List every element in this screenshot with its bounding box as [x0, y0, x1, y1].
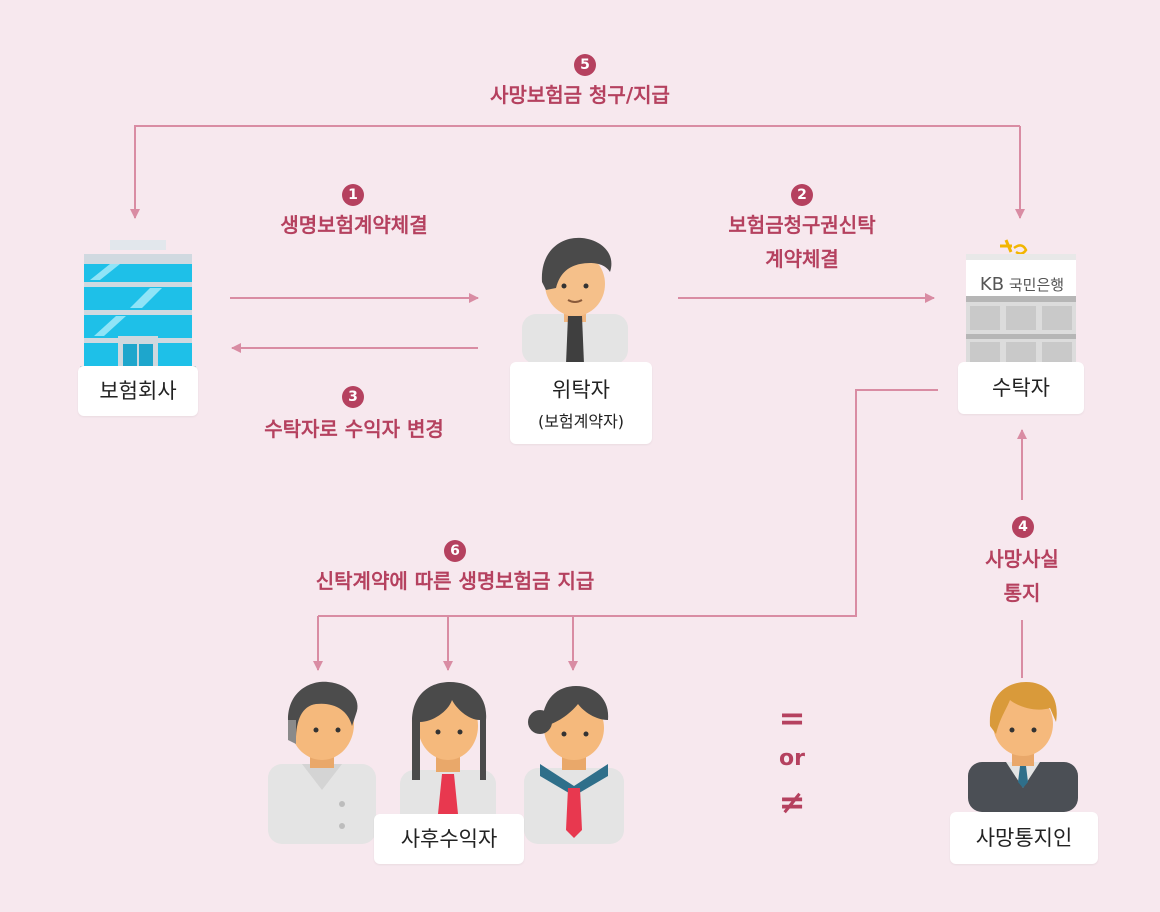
step-6-label: 신탁계약에 따른 생명보험금 지급	[315, 569, 595, 593]
trustee-label: 수탁자	[992, 376, 1050, 400]
kb-bank-building-icon	[966, 239, 1076, 362]
arrow-5-to-insurer	[130, 125, 1020, 219]
beneficiary-label-box: 사후수익자	[374, 814, 524, 864]
settlor-label-box: 위탁자 (보험계약자)	[510, 362, 652, 444]
step-5-label: 사망보험금 청구/지급	[490, 83, 670, 107]
suited-man-icon	[968, 682, 1078, 812]
notifier-label-box: 사망통지인	[950, 812, 1098, 864]
step-1-label: 생명보험계약체결	[280, 213, 428, 237]
step-2-badge: 2	[791, 184, 813, 206]
notifier-label: 사망통지인	[975, 826, 1073, 850]
step-3-badge: 3	[342, 386, 364, 408]
beneficiary-label: 사후수익자	[400, 827, 498, 851]
relation-not-equal-sign: ≠	[778, 783, 806, 821]
step-4-badge: 4	[1012, 516, 1034, 538]
insurer-label-box: 보험회사	[78, 366, 198, 416]
settlor-sublabel: (보험계약자)	[537, 412, 625, 431]
settlor-label: 위탁자	[552, 378, 610, 402]
elderly-man-icon	[268, 681, 376, 844]
step-3-label: 수탁자로 수익자 변경	[264, 417, 444, 441]
step-1-badge: 1	[342, 184, 364, 206]
insurer-label: 보험회사	[99, 379, 177, 403]
office-building-icon	[80, 240, 196, 370]
step-4-label-line1: 사망사실	[985, 547, 1059, 571]
step-6-badge: 6	[444, 540, 466, 562]
kb-bank-sign: KB 국민은행	[970, 274, 1074, 295]
step-4-label-line2: 통지	[1003, 581, 1041, 605]
trustee-label-box: 수탁자	[958, 362, 1084, 414]
businessman-icon	[522, 237, 628, 364]
relation-equal-sign: =	[778, 699, 806, 737]
relation-or-text: or	[779, 746, 805, 771]
schoolgirl-bun-icon	[524, 686, 624, 844]
kb-bank-name: 국민은행	[1008, 276, 1065, 294]
step-5-badge: 5	[574, 54, 596, 76]
step-2-label-line1: 보험금청구권신탁	[728, 213, 876, 237]
kb-logo-text: KB	[979, 274, 1005, 295]
arrow-6-trunk	[318, 389, 938, 617]
step-2-label-line2: 계약체결	[765, 247, 839, 271]
